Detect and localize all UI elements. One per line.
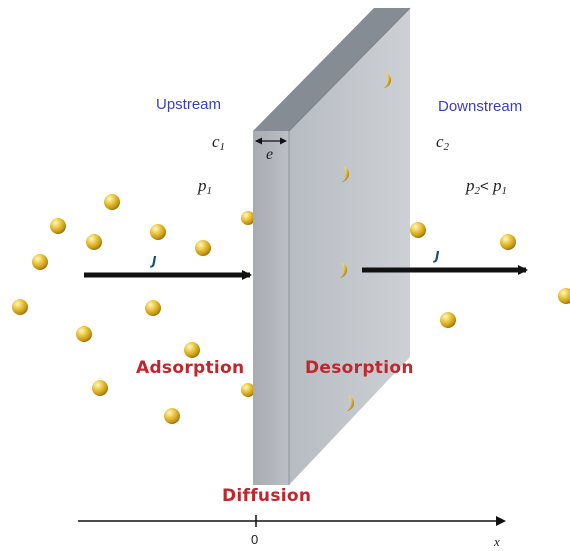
particle bbox=[12, 299, 28, 315]
axis-variable-label: x bbox=[494, 534, 500, 549]
particle bbox=[440, 312, 456, 328]
downstream-label: Downstream bbox=[438, 98, 523, 115]
particle bbox=[195, 240, 211, 256]
particle bbox=[500, 234, 516, 250]
membrane-top-face bbox=[253, 8, 410, 131]
particle bbox=[50, 218, 66, 234]
upstream-label: Upstream bbox=[156, 96, 222, 113]
membrane-front-face bbox=[253, 131, 289, 485]
embedded-particle bbox=[383, 72, 391, 88]
particle bbox=[184, 342, 200, 358]
c1-label: c1 bbox=[212, 132, 226, 153]
upstream-particles bbox=[12, 194, 255, 424]
downstream-particles bbox=[410, 222, 570, 328]
axis-origin-label: 0 bbox=[251, 532, 259, 547]
particle bbox=[164, 408, 180, 424]
adsorption-label: Adsorption bbox=[136, 358, 245, 378]
particle bbox=[410, 222, 426, 238]
particle bbox=[86, 234, 102, 250]
particle bbox=[32, 254, 48, 270]
membrane-side-face bbox=[289, 8, 410, 485]
membrane-embedded-particles bbox=[339, 72, 391, 411]
particle bbox=[145, 300, 161, 316]
thickness-label: e bbox=[266, 146, 274, 163]
particle bbox=[241, 211, 255, 225]
c2-label: c2 bbox=[436, 132, 450, 153]
particle bbox=[558, 288, 570, 304]
flux-left-label: J bbox=[152, 254, 157, 268]
desorption-label: Desorption bbox=[305, 358, 414, 378]
diffusion-label: Diffusion bbox=[222, 486, 312, 506]
particle bbox=[150, 224, 166, 240]
particle bbox=[104, 194, 120, 210]
particle bbox=[76, 326, 92, 342]
p1-label: p1 bbox=[198, 176, 212, 197]
flux-right-label: J bbox=[435, 249, 440, 263]
particle bbox=[241, 383, 255, 397]
embedded-particle bbox=[346, 395, 354, 411]
particle bbox=[92, 380, 108, 396]
p2-inequality-label: p2< p1 bbox=[466, 176, 507, 197]
membrane bbox=[253, 7, 411, 485]
embedded-particle bbox=[339, 262, 347, 278]
embedded-particle bbox=[341, 166, 349, 182]
